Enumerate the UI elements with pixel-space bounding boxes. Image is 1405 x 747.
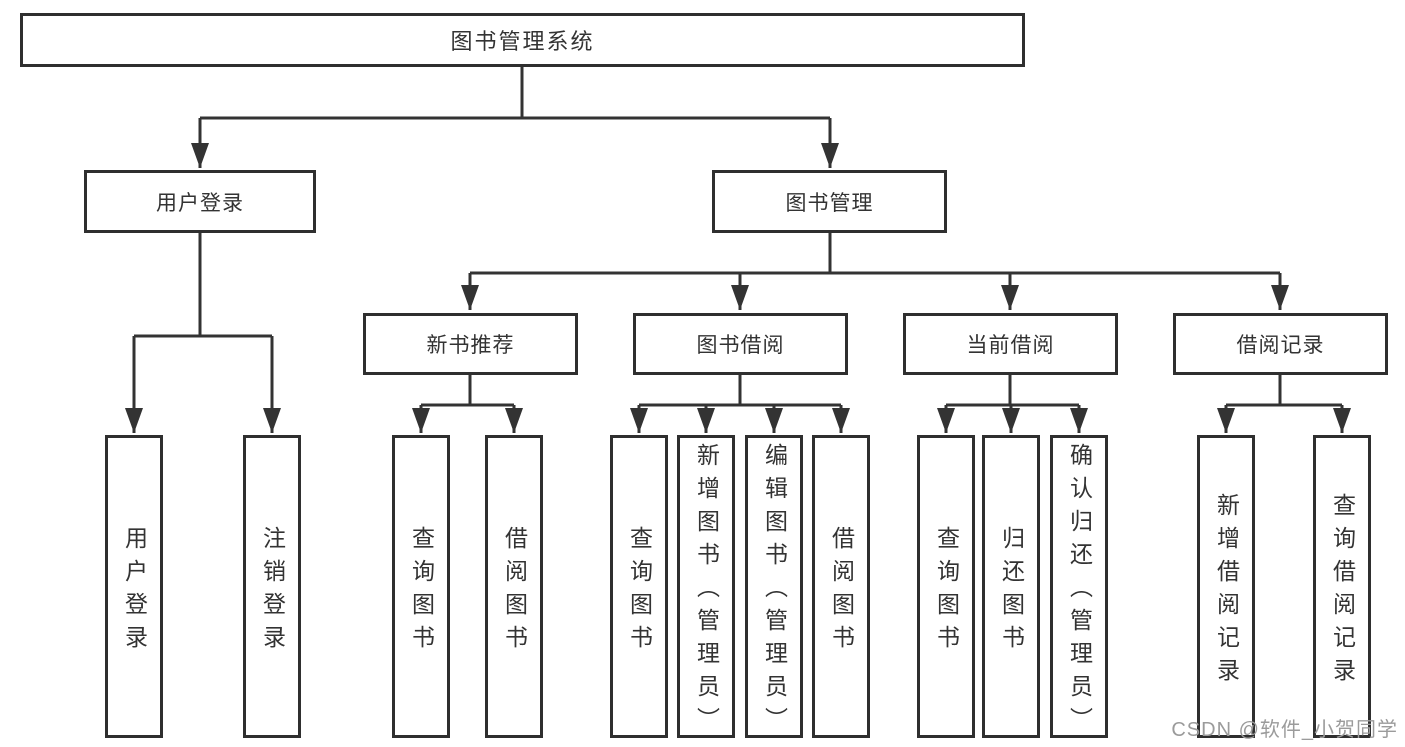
leaf-query-books-current: 查询图书 xyxy=(917,435,975,738)
node-current-borrow: 当前借阅 xyxy=(903,313,1118,375)
node-label: 查询图书 xyxy=(933,525,960,658)
node-library-management-system: 图书管理系统 xyxy=(20,13,1025,67)
node-label: 图书借阅 xyxy=(696,334,785,357)
node-label: 新增借阅记录 xyxy=(1213,492,1240,691)
connector-book-management-children xyxy=(461,233,1289,310)
node-new-book-recommend: 新书推荐 xyxy=(363,313,578,375)
leaf-borrow-books-recommend: 借阅图书 xyxy=(485,435,543,738)
node-label: 新书推荐 xyxy=(426,334,515,357)
node-label: 查询借阅记录 xyxy=(1329,492,1356,691)
node-label: 编辑图书（管理员） xyxy=(761,443,788,740)
leaf-return-book: 归还图书 xyxy=(982,435,1040,738)
node-label: 借阅记录 xyxy=(1236,334,1325,357)
leaf-user-login: 用户登录 xyxy=(105,435,163,738)
connector-borrow-record-children xyxy=(1217,375,1351,433)
leaf-add-book-admin: 新增图书（管理员） xyxy=(677,435,735,740)
node-label: 用户登录 xyxy=(156,191,244,215)
leaf-confirm-return-admin: 确认归还（管理员） xyxy=(1050,435,1108,740)
node-label: 图书管理系统 xyxy=(450,29,595,54)
node-user-login: 用户登录 xyxy=(84,170,316,233)
node-label: 用户登录 xyxy=(121,525,148,658)
connector-book-borrow-children xyxy=(630,375,850,433)
node-label: 当前借阅 xyxy=(966,334,1055,357)
node-label: 新增图书（管理员） xyxy=(693,443,720,740)
node-label: 图书管理 xyxy=(785,191,874,215)
node-book-management: 图书管理 xyxy=(712,170,947,233)
node-label: 注销登录 xyxy=(259,525,286,658)
node-label: 确认归还（管理员） xyxy=(1066,443,1093,740)
leaf-borrow-books: 借阅图书 xyxy=(812,435,870,738)
leaf-logout: 注销登录 xyxy=(243,435,301,738)
leaf-add-borrow-record: 新增借阅记录 xyxy=(1197,435,1255,738)
csdn-watermark: CSDN @软件_小贺同学 xyxy=(1171,719,1398,741)
leaf-query-books-borrow: 查询图书 xyxy=(610,435,668,738)
node-label: 借阅图书 xyxy=(501,525,528,658)
node-label: 查询图书 xyxy=(408,525,435,658)
leaf-edit-book-admin: 编辑图书（管理员） xyxy=(745,435,803,740)
connector-user-login-children xyxy=(125,233,281,433)
node-borrow-records: 借阅记录 xyxy=(1173,313,1388,375)
connector-new-book-children xyxy=(412,375,523,433)
node-label: 查询图书 xyxy=(626,525,653,658)
node-label: 借阅图书 xyxy=(828,525,855,658)
leaf-query-books-recommend: 查询图书 xyxy=(392,435,450,738)
connector-root-to-level2 xyxy=(191,66,839,168)
node-book-borrow: 图书借阅 xyxy=(633,313,848,375)
leaf-query-borrow-record: 查询借阅记录 xyxy=(1313,435,1371,738)
connector-current-borrow-children xyxy=(937,375,1088,433)
node-label: 归还图书 xyxy=(998,525,1025,658)
